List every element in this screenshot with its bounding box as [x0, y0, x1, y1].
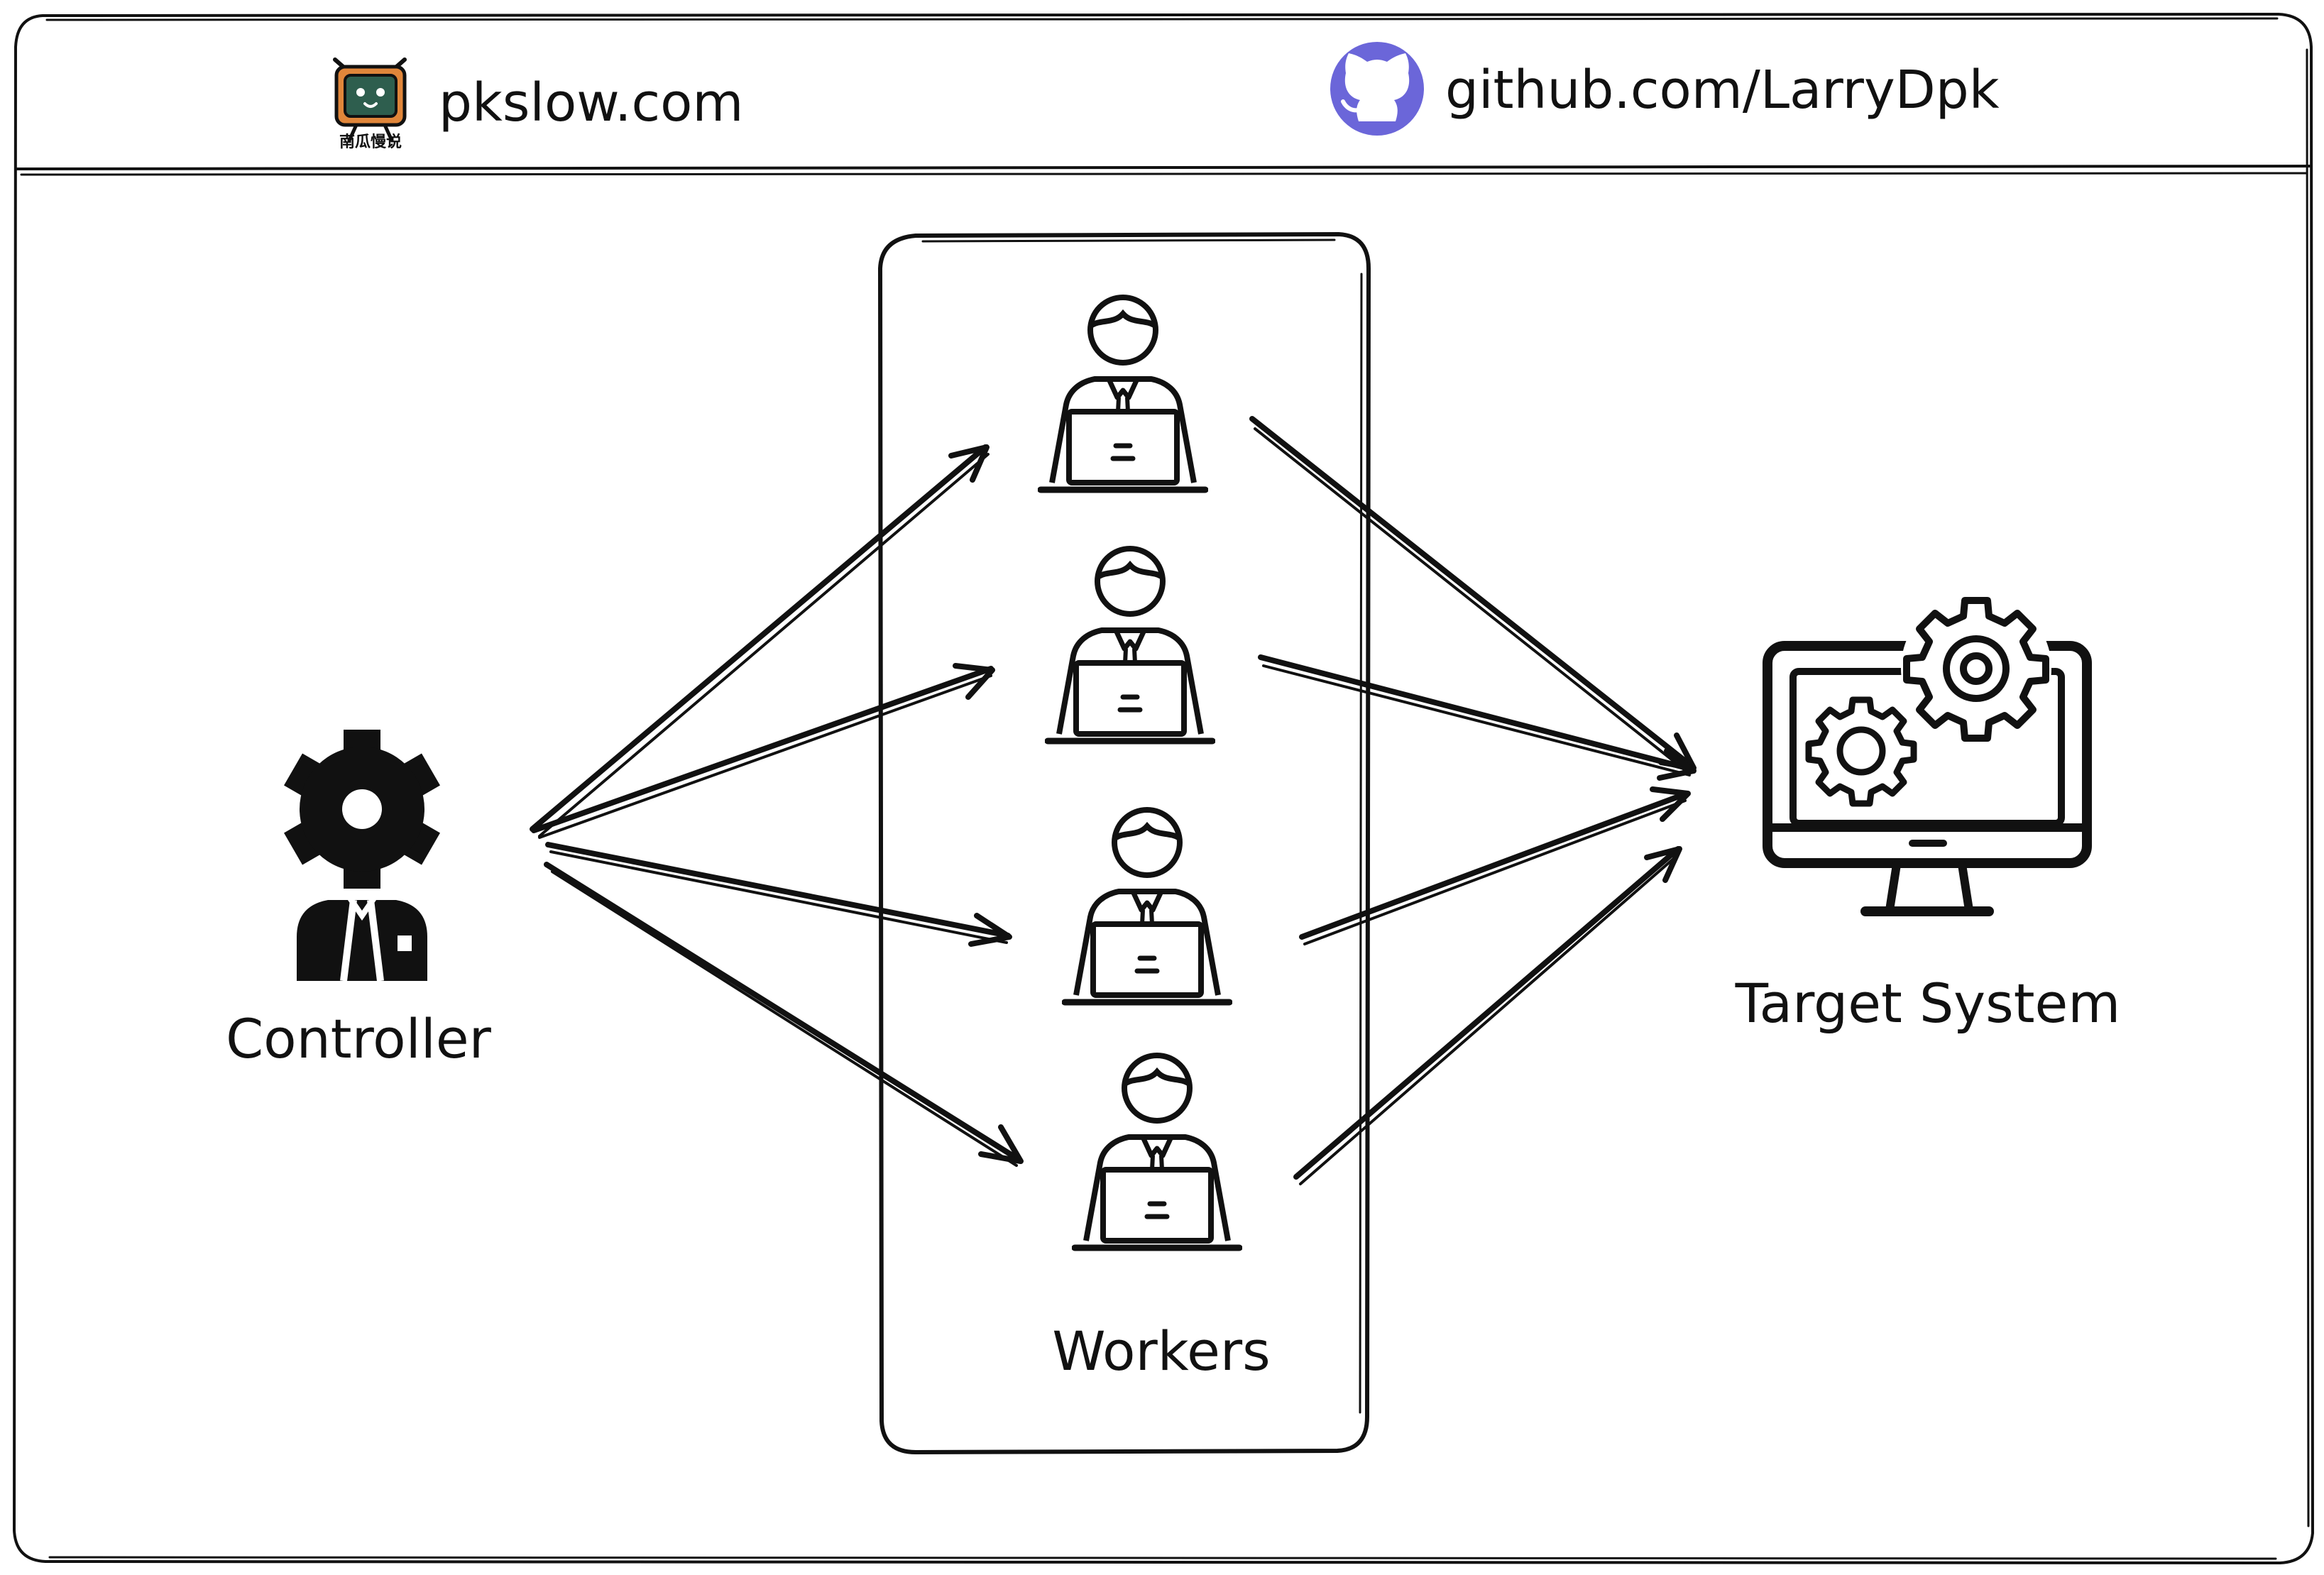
target-system-label: Target System [1735, 972, 2121, 1035]
edge-controller-worker-2 [531, 663, 995, 839]
worker-1-icon [1041, 297, 1205, 490]
workers-label: Workers [1052, 1319, 1270, 1383]
workers-container [878, 232, 1371, 1454]
site-link[interactable]: pkslow.com [439, 72, 744, 133]
logo-caption: 南瓜慢说 [339, 133, 402, 151]
worker-4-icon [1075, 1055, 1239, 1248]
controller-icon [284, 730, 440, 982]
edge-controller-worker-4 [544, 862, 1024, 1167]
controller-label: Controller [226, 1007, 492, 1070]
header-divider [16, 165, 2311, 176]
edge-worker-3-target [1299, 786, 1691, 945]
worker-2-icon [1048, 549, 1212, 741]
github-link[interactable]: github.com/LarryDpk [1445, 60, 2000, 121]
outer-frame [13, 13, 2314, 1564]
pkslow-logo-icon [333, 57, 407, 143]
target-system-icon [1763, 593, 2092, 916]
edge-controller-worker-3 [545, 842, 1012, 947]
edge-worker-2-target [1258, 654, 1697, 781]
github-icon[interactable] [1330, 42, 1424, 136]
edge-worker-4-target [1293, 846, 1682, 1185]
worker-3-icon [1065, 810, 1229, 1002]
edge-controller-worker-1 [530, 444, 990, 838]
